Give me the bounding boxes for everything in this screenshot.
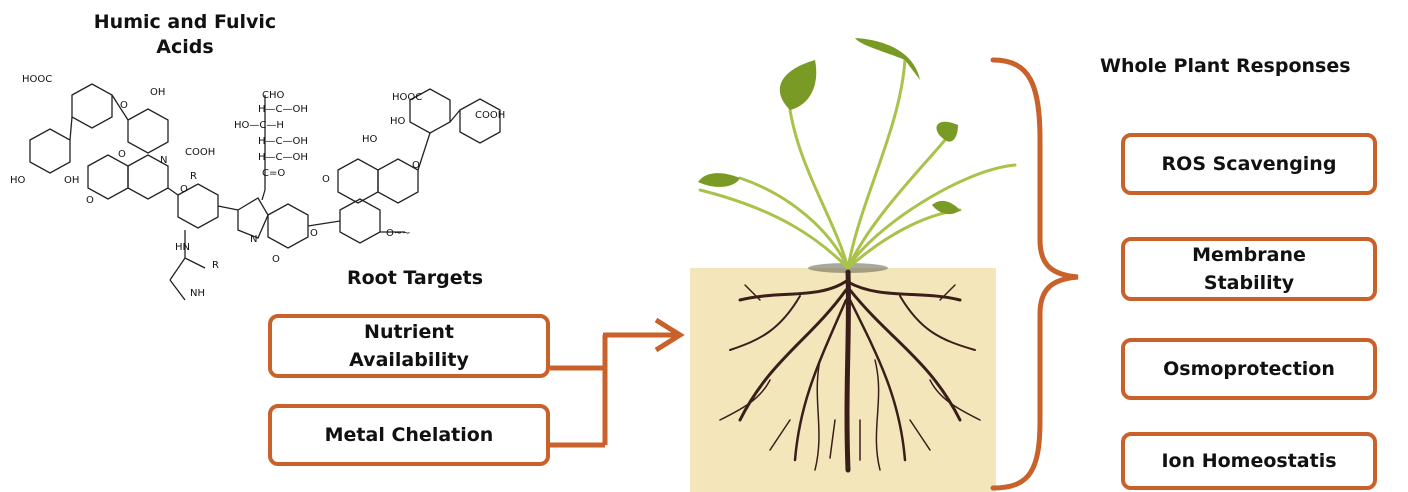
svg-text:HO: HO: [390, 116, 406, 127]
svg-text:HO—C—H: HO—C—H: [234, 120, 284, 131]
svg-text:N: N: [250, 234, 257, 245]
svg-text:H—C—OH: H—C—OH: [258, 104, 308, 115]
svg-text:O: O: [272, 254, 280, 265]
nutrient-availability-box: Nutrient Availability: [268, 314, 550, 378]
svg-text:HO: HO: [10, 175, 26, 186]
svg-text:O: O: [412, 160, 420, 171]
chemical-title: Humic and Fulvic Acids: [93, 11, 277, 58]
root-targets-heading: Root Targets: [346, 267, 483, 289]
svg-text:O: O: [118, 149, 126, 160]
svg-text:OH: OH: [150, 87, 165, 98]
svg-text:H—C—OH: H—C—OH: [258, 152, 308, 163]
svg-text:HN: HN: [175, 242, 190, 253]
whole-plant-heading: Whole Plant Responses: [1100, 55, 1351, 77]
svg-text:H—C—OH: H—C—OH: [258, 136, 308, 147]
svg-text:R: R: [190, 171, 197, 182]
membrane-stability-box: Membrane Stability: [1121, 237, 1377, 301]
ion-homeostatis-box: Ion Homeostatis: [1121, 432, 1377, 490]
svg-text:O: O: [310, 228, 318, 239]
svg-text:COOH: COOH: [185, 147, 215, 158]
svg-text:O: O: [86, 195, 94, 206]
svg-text:O~~: O~~: [386, 228, 411, 239]
svg-text:NH: NH: [190, 288, 205, 299]
svg-text:C=O: C=O: [262, 168, 285, 179]
svg-text:R: R: [212, 260, 219, 271]
svg-text:O: O: [322, 174, 330, 185]
svg-text:O: O: [120, 100, 128, 111]
svg-text:O: O: [180, 184, 188, 195]
svg-text:HO: HO: [362, 134, 378, 145]
svg-text:CHO: CHO: [262, 90, 285, 101]
svg-text:N: N: [160, 155, 167, 166]
osmoprotection-box: Osmoprotection: [1121, 338, 1377, 400]
metal-chelation-box: Metal Chelation: [268, 404, 550, 466]
humic-acid-structure: HOOC OH HO OH COOH R N O O O O HN R NH N…: [10, 74, 505, 301]
svg-text:HOOC: HOOC: [392, 92, 422, 103]
svg-text:HOOC: HOOC: [22, 74, 52, 85]
svg-text:COOH: COOH: [475, 110, 505, 121]
ros-scavenging-box: ROS Scavenging: [1121, 133, 1377, 195]
svg-text:OH: OH: [64, 175, 79, 186]
